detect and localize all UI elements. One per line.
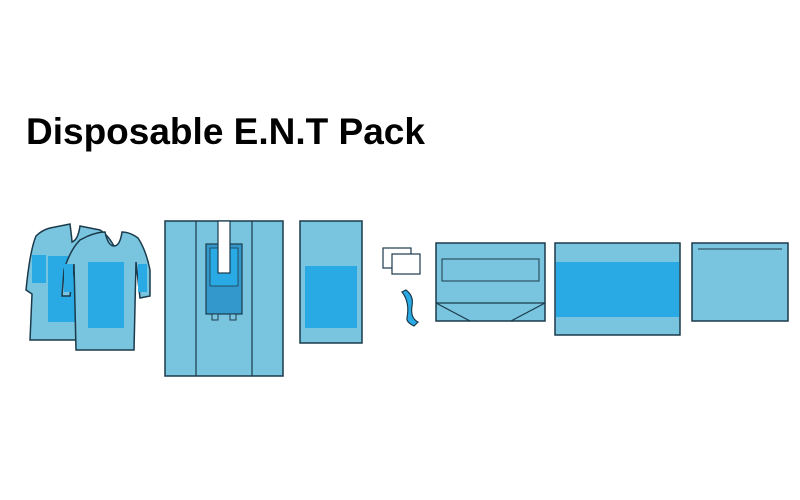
surgical-gown-icon-front xyxy=(61,231,151,351)
mayo-stand-cover-icon xyxy=(299,220,363,344)
ent-split-drape-icon xyxy=(164,220,284,377)
page-title: Disposable E.N.T Pack xyxy=(26,111,425,152)
velcro-tape-icon xyxy=(401,289,420,327)
reinforced-drape-icon xyxy=(554,242,681,336)
table-cover-icon xyxy=(691,242,789,322)
adhesive-drape-icon xyxy=(435,242,546,322)
hand-towel-icon xyxy=(382,247,421,275)
